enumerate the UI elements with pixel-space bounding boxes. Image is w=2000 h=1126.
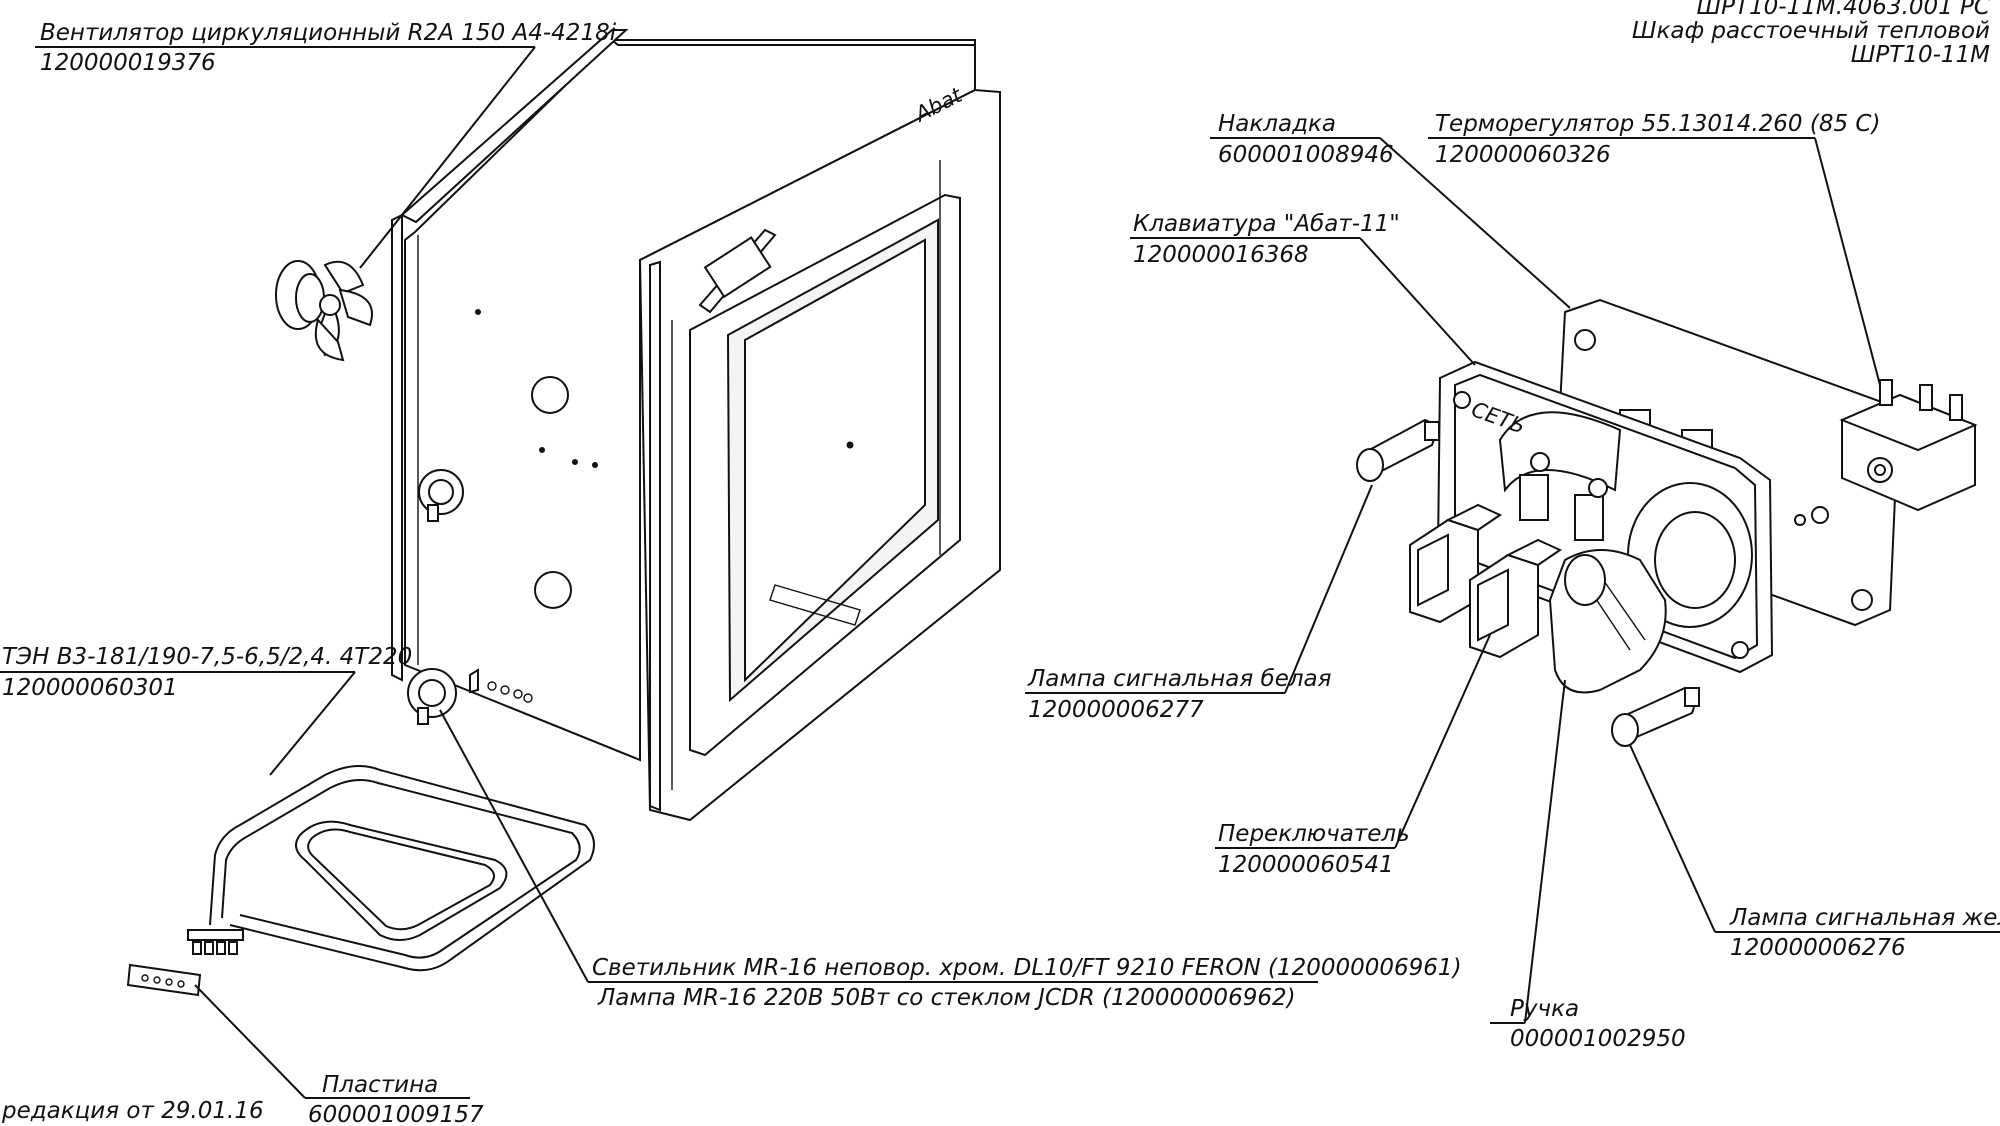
lamp-white-drawing xyxy=(1356,418,1440,482)
switch-1-drawing xyxy=(1409,503,1503,624)
callout-cover-name: Накладка xyxy=(1218,111,1336,137)
heater-element-drawing xyxy=(187,765,595,972)
callout-lamp-fixture-line2: Лампа MR-16 220В 50Вт со стеклом JCDR (1… xyxy=(597,985,1296,1011)
callout-heater-code: 120000060301 xyxy=(2,675,178,701)
lamp-yellow-drawing xyxy=(1611,686,1700,747)
keyboard-panel-drawing: СЕТЬ xyxy=(1436,360,1774,674)
title-line-2: Шкаф расстоечный тепловой xyxy=(1632,18,1990,44)
fan-drawing xyxy=(275,260,373,362)
callout-knob-name: Ручка xyxy=(1510,996,1579,1022)
callout-lamp-white-name: Лампа сигнальная белая xyxy=(1027,666,1332,692)
thermostat-drawing xyxy=(1839,379,1978,512)
callout-knob-code: 000001002950 xyxy=(1510,1026,1686,1052)
callout-keyboard-code: 120000016368 xyxy=(1133,242,1309,268)
callout-heater-name: ТЭН В3-181/190-7,5-6,5/2,4. 4Т220 xyxy=(2,644,412,670)
callout-fan-code: 120000019376 xyxy=(40,50,216,76)
terminal-pins xyxy=(469,668,533,703)
knob-drawing xyxy=(1548,549,1667,694)
switch-2-drawing xyxy=(1469,538,1563,659)
title-line-1: ШРТ10-11М.4063.001 РС xyxy=(1697,0,1991,20)
callout-thermostat-name: Терморегулятор 55.13014.260 (85 С) xyxy=(1435,111,1880,137)
callout-plate-code: 600001009157 xyxy=(308,1102,484,1126)
cabinet-body: Abat xyxy=(391,29,1001,822)
plate-drawing xyxy=(126,963,202,997)
callout-lamp-white-code: 120000006277 xyxy=(1028,697,1204,723)
callout-lamp-yellow-code: 120000006276 xyxy=(1730,935,1906,961)
callout-thermostat-code: 120000060326 xyxy=(1435,142,1611,168)
callout-plate-name: Пластина xyxy=(322,1072,438,1098)
title-line-3: ШРТ10-11М xyxy=(1851,42,1990,68)
callout-switch-code: 120000060541 xyxy=(1218,852,1394,878)
callout-fan-name: Вентилятор циркуляционный R2A 150 A4-421… xyxy=(40,20,617,46)
callout-cover-code: 600001008946 xyxy=(1218,142,1394,168)
callout-switch-name: Переключатель xyxy=(1218,821,1410,847)
callout-lamp-fixture-line1: Светильник MR-16 неповор. хром. DL10/FT … xyxy=(592,955,1462,981)
cabinet-fitting-top xyxy=(418,469,464,522)
callout-lamp-yellow-name: Лампа сигнальная желтая xyxy=(1729,905,2000,931)
leader-lines xyxy=(0,46,2000,1099)
door-handle xyxy=(698,228,777,314)
cabinet-fitting-bottom xyxy=(407,668,457,725)
edition-note: редакция от 29.01.16 xyxy=(1,1098,264,1124)
callout-keyboard-name: Клавиатура "Абат-11" xyxy=(1133,211,1400,237)
